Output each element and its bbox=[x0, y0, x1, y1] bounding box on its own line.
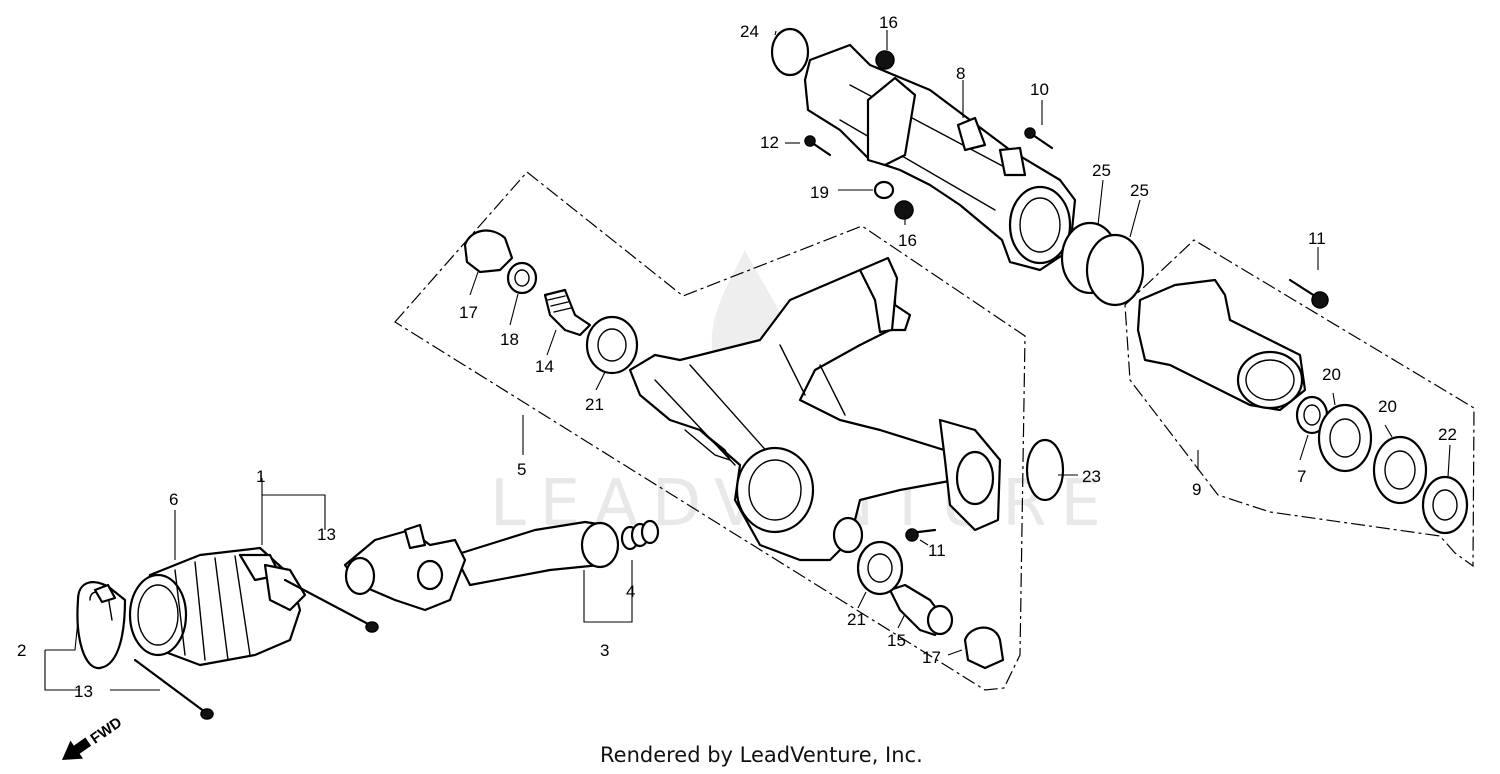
callout-20-right: 20 bbox=[1378, 397, 1397, 416]
callout-12: 12 bbox=[760, 133, 779, 152]
swingarm bbox=[628, 256, 1002, 562]
pivot-bolt-15 bbox=[888, 583, 954, 637]
clamp bbox=[76, 581, 127, 670]
o-ring-23 bbox=[1025, 438, 1065, 502]
callout-13-lower: 13 bbox=[74, 682, 93, 701]
callout-8: 8 bbox=[956, 64, 965, 83]
callout-7: 7 bbox=[1297, 467, 1306, 486]
callout-5: 5 bbox=[517, 460, 526, 479]
forward-direction-indicator: FWD bbox=[62, 714, 125, 760]
callout-9: 9 bbox=[1192, 480, 1201, 499]
pivot-bolt-14 bbox=[543, 288, 592, 337]
final-gear-case-group-outline bbox=[1124, 239, 1475, 568]
callout-14: 14 bbox=[535, 357, 554, 376]
small-fasteners bbox=[804, 50, 1329, 542]
fwd-arrow-icon bbox=[62, 737, 92, 760]
callout-1: 1 bbox=[256, 467, 265, 486]
callout-2: 2 bbox=[17, 641, 26, 660]
bearings-20 bbox=[1317, 403, 1428, 505]
callout-11-mid: 11 bbox=[928, 541, 946, 560]
callout-11-top: 11 bbox=[1308, 229, 1326, 248]
bearings-21 bbox=[585, 315, 904, 596]
callout-17-right: 17 bbox=[922, 648, 941, 667]
footer-credit: Rendered by LeadVenture, Inc. bbox=[600, 743, 923, 767]
oil-seal-22 bbox=[1421, 475, 1469, 535]
callout-22: 22 bbox=[1438, 425, 1457, 444]
callout-3: 3 bbox=[600, 641, 609, 660]
drive-shaft bbox=[343, 520, 620, 612]
callout-lines bbox=[44, 30, 1451, 691]
callout-17-left: 17 bbox=[459, 303, 478, 322]
callout-23: 23 bbox=[1082, 467, 1101, 486]
callout-24: 24 bbox=[740, 22, 759, 41]
bolts-13 bbox=[133, 578, 379, 720]
callout-18: 18 bbox=[500, 330, 519, 349]
callout-16-bottom: 16 bbox=[898, 231, 917, 250]
callout-13-upper: 13 bbox=[317, 525, 336, 544]
callout-10: 10 bbox=[1030, 80, 1049, 99]
lock-nut bbox=[506, 261, 538, 295]
callout-6: 6 bbox=[169, 490, 178, 509]
pivot-caps bbox=[463, 229, 1005, 670]
callout-25-left: 25 bbox=[1092, 161, 1111, 180]
callout-16-top: 16 bbox=[879, 13, 898, 32]
callout-4: 4 bbox=[626, 582, 635, 601]
callout-25-right: 25 bbox=[1130, 181, 1149, 200]
callout-21-right: 21 bbox=[847, 610, 866, 629]
spring bbox=[620, 519, 660, 551]
fwd-label: FWD bbox=[87, 714, 125, 748]
callout-19: 19 bbox=[810, 183, 829, 202]
axle-housing bbox=[803, 43, 1077, 272]
callout-labels: 1 2 3 4 5 6 7 8 9 10 11 11 12 13 13 14 1… bbox=[17, 13, 1457, 701]
o-ring-24 bbox=[770, 27, 810, 77]
swingarm-group-outline bbox=[394, 171, 1026, 691]
boot bbox=[128, 546, 307, 667]
callout-21-left: 21 bbox=[585, 395, 604, 414]
o-rings-25 bbox=[1060, 221, 1145, 307]
callout-20-left: 20 bbox=[1322, 365, 1341, 384]
final-gear-case bbox=[1136, 278, 1307, 412]
callout-15: 15 bbox=[887, 631, 906, 650]
